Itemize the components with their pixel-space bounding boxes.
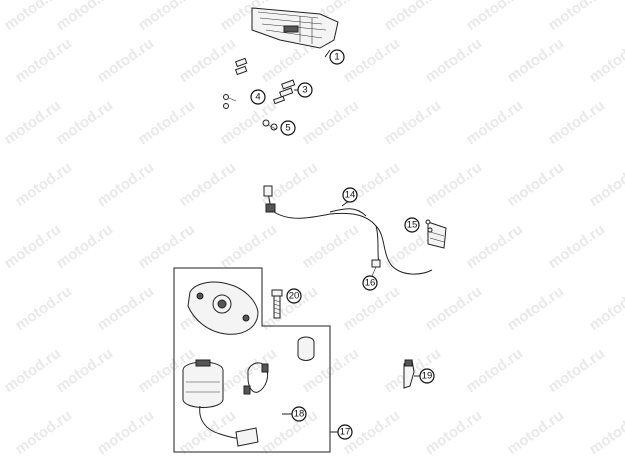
callout-label: 3 [302,85,307,96]
callout-5: 5 [280,120,296,136]
callout-20: 20 [286,288,302,304]
ignition-lock-group-frame [173,267,338,453]
callout-label: 17 [340,427,351,438]
callout-19: 19 [419,368,435,384]
callout-label: 20 [289,291,300,302]
part-bolts [262,119,278,131]
callout-14: 14 [342,187,358,203]
part-lock-cylinder [297,336,315,361]
callout-label: 15 [407,220,418,231]
callout-label: 19 [422,371,433,382]
part-key [403,359,415,389]
leader-line [324,49,331,58]
part-connector-clips [234,57,296,105]
callout-label: 16 [365,278,376,289]
part-screws [223,94,237,109]
callout-3: 3 [297,82,313,98]
callout-label: 18 [294,409,305,420]
callout-17: 17 [337,424,353,440]
callout-15: 15 [404,217,420,233]
callout-label: 1 [334,52,339,63]
part-small-screws [425,219,433,233]
callout-16: 16 [362,275,378,291]
callout-label: 4 [255,92,260,103]
callout-label: 14 [345,190,356,201]
part-dashboard [251,7,339,49]
part-wiring-harness [263,185,447,275]
part-ignition-bracket [187,281,259,335]
part-ignition-switch [182,359,269,447]
callout-1: 1 [329,49,345,65]
callout-4: 4 [250,89,266,105]
part-clip [371,259,381,277]
callout-label: 5 [285,123,290,134]
part-bolt-20 [271,289,283,319]
callout-18: 18 [291,406,307,422]
